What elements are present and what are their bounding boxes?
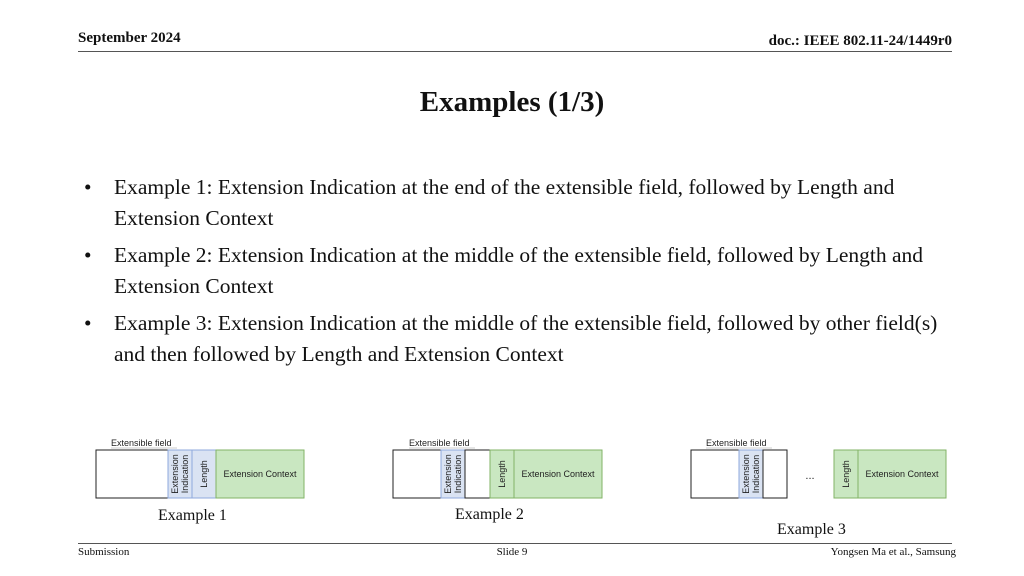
- caption-example-3: Example 3: [777, 521, 846, 538]
- header-doc-id: doc.: IEEE 802.11-24/1449r0: [768, 33, 952, 49]
- footer-slide-number: Slide 9: [496, 546, 528, 558]
- extensible-field-label: Extensible field: [111, 438, 172, 448]
- example-1-diagram: Extensible field Extension Indication Le…: [95, 438, 305, 499]
- bullet-text: Example 3: Extension Indication at the m…: [114, 311, 938, 366]
- header-divider: [78, 51, 952, 52]
- extension-context-label: Extension Context: [521, 469, 595, 479]
- bullet-marker: •: [84, 311, 92, 335]
- bullet-item: • Example 2: Extension Indication at the …: [82, 240, 942, 302]
- length-box: [489, 449, 515, 499]
- caption-example-2: Example 2: [455, 506, 524, 523]
- extension-indication-label-1: Extension: [443, 454, 453, 494]
- extension-context-label: Extension Context: [865, 469, 939, 479]
- bullet-text: Example 2: Extension Indication at the m…: [114, 243, 924, 298]
- extension-context-box: [513, 449, 603, 499]
- length-box: [191, 449, 217, 499]
- extension-indication-label-2: Indication: [180, 455, 190, 494]
- bullet-marker: •: [84, 175, 92, 199]
- bullet-marker: •: [84, 243, 92, 267]
- bullet-list: • Example 1: Extension Indication at the …: [82, 172, 942, 376]
- caption-example-1: Example 1: [158, 507, 227, 524]
- slide-title: Examples (1/3): [419, 86, 605, 118]
- field-body-box: [95, 449, 169, 499]
- extension-indication-label-2: Indication: [751, 455, 761, 494]
- extension-indication-label-1: Extension: [170, 454, 180, 494]
- field-tail-box: [464, 449, 491, 499]
- example-3-diagram: Extensible field Extension Indication ..…: [690, 438, 947, 499]
- extension-indication-label-1: Extension: [741, 454, 751, 494]
- footer-submission: Submission: [78, 546, 130, 558]
- extension-context-label: Extension Context: [223, 469, 297, 479]
- footer-divider: [78, 543, 952, 544]
- footer-authors: Yongsen Ma et al., Samsung: [830, 546, 956, 558]
- bullet-text: Example 1: Extension Indication at the e…: [114, 175, 895, 230]
- length-label: Length: [199, 460, 209, 488]
- bullet-item: • Example 3: Extension Indication at the …: [82, 308, 942, 370]
- header-date: September 2024: [78, 30, 181, 46]
- field-tail-box: [762, 449, 788, 499]
- other-fields-ellipsis: ...: [805, 470, 814, 482]
- extensible-field-label: Extensible field: [706, 438, 767, 448]
- extension-indication-box: [440, 449, 466, 499]
- extension-indication-label-2: Indication: [453, 455, 463, 494]
- example-2-diagram: Extensible field Extension Indication Le…: [392, 438, 603, 499]
- extensible-field-label: Extensible field: [409, 438, 470, 448]
- length-label: Length: [497, 460, 507, 488]
- length-label: Length: [841, 460, 851, 488]
- length-box: [833, 449, 859, 499]
- extension-context-box: [857, 449, 947, 499]
- extension-context-box: [215, 449, 305, 499]
- bullet-item: • Example 1: Extension Indication at the …: [82, 172, 942, 234]
- field-body-box: [690, 449, 740, 499]
- field-body-box: [392, 449, 442, 499]
